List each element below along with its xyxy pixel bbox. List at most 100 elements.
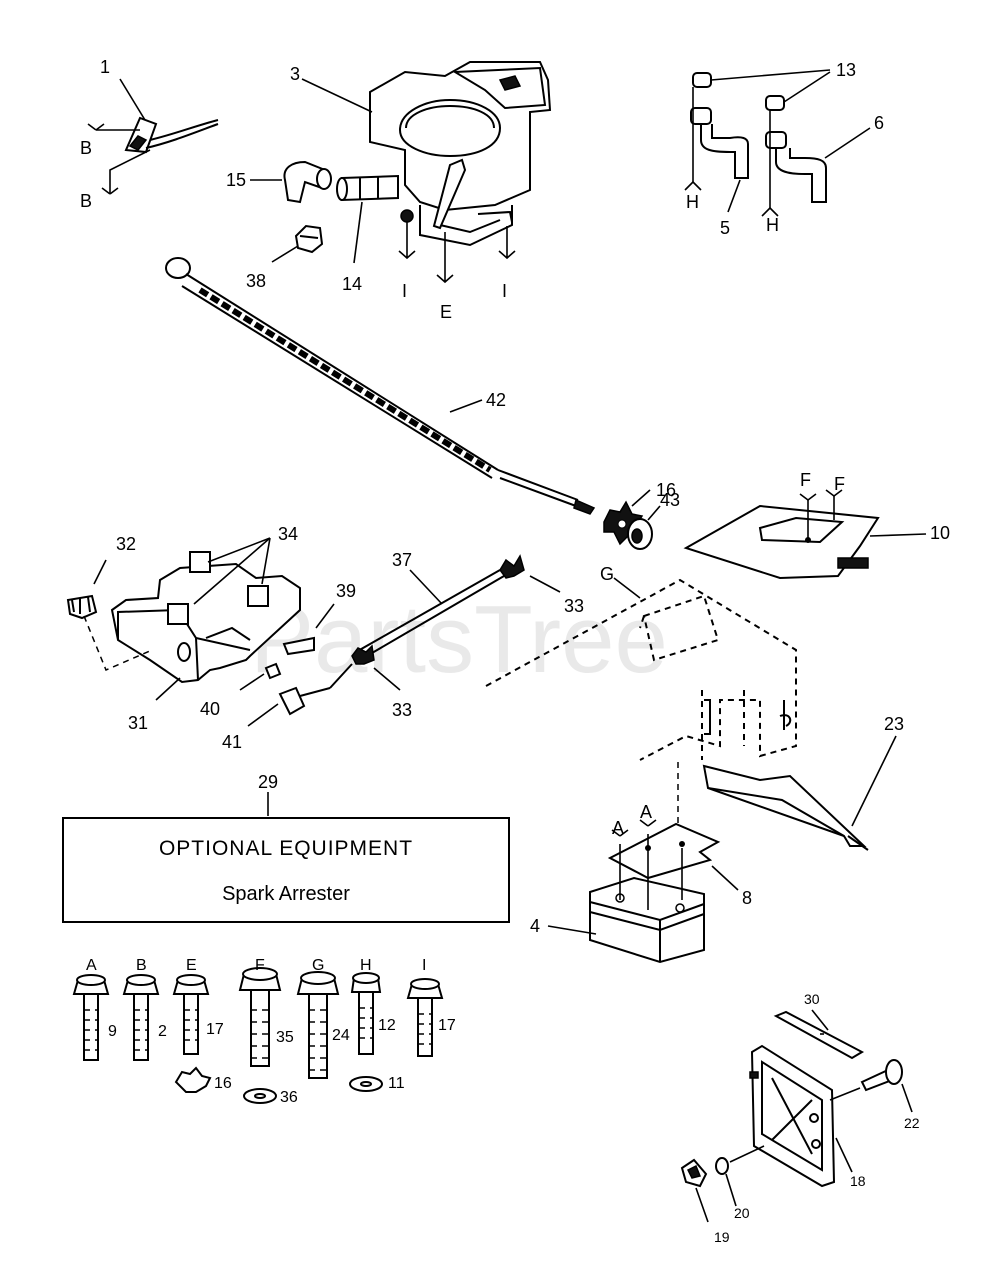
callout-15: 15 (226, 170, 246, 190)
callout-22: 22 (904, 1115, 920, 1131)
spark-arrester-label: Spark Arrester (222, 883, 350, 905)
callout-1: 1 (100, 57, 110, 77)
watermark: PartsTree (250, 586, 668, 693)
optional-equipment-title: OPTIONAL EQUIPMENT (158, 837, 414, 860)
callout-5: 5 (720, 218, 730, 238)
bolt-h (349, 972, 383, 1092)
callout-4: 4 (530, 916, 540, 936)
key-letter-b: B (136, 957, 147, 974)
part-43-cable-clamp (627, 505, 661, 550)
key-letter-e: E (186, 957, 197, 974)
callout-16: 16 (656, 480, 676, 500)
part-20-washer (715, 1145, 765, 1207)
fastener-ref-e: E (440, 302, 452, 322)
part-5-hose (684, 87, 749, 213)
key-washer-f: 36 (280, 1089, 298, 1106)
bolt-e (172, 974, 212, 1093)
part-14-tube (336, 174, 399, 264)
callout-40: 40 (200, 699, 220, 719)
key-part-i: 17 (438, 1017, 456, 1034)
callout-8: 8 (742, 888, 752, 908)
key-washer-e: 16 (214, 1075, 232, 1092)
callout-29: 29 (258, 772, 278, 792)
key-part-b: 2 (158, 1023, 167, 1040)
bolt-i (406, 978, 444, 1057)
fastener-ref-b2: B (80, 191, 92, 211)
callout-13: 13 (836, 60, 856, 80)
frame-outline (485, 577, 797, 830)
part-42-cable (165, 257, 596, 515)
callout-3: 3 (290, 64, 300, 84)
callout-30: 30 (804, 991, 820, 1007)
callout-10: 10 (930, 523, 950, 543)
part-8-bracket (607, 822, 739, 891)
callout-20: 20 (734, 1205, 750, 1221)
bolt-f (238, 967, 282, 1104)
callout-37: 37 (392, 550, 412, 570)
optional-equipment-box: OPTIONAL EQUIPMENT Spark Arrester (62, 817, 510, 923)
part-41-fitting (247, 686, 331, 727)
fastener-ref-a2: A (640, 802, 652, 822)
key-letter-a: A (86, 957, 97, 974)
callout-19: 19 (714, 1229, 730, 1245)
callout-42: 42 (486, 390, 506, 410)
part-1-throttle-control (87, 78, 219, 195)
part-30-strip (773, 1009, 865, 1060)
key-letter-g: G (312, 957, 324, 974)
callout-34: 34 (278, 524, 298, 544)
part-22-screw (829, 1059, 913, 1113)
key-letter-f: F (255, 957, 265, 974)
bolt-a (72, 974, 110, 1061)
part-39-pad (282, 603, 335, 656)
callout-14: 14 (342, 274, 362, 294)
part-18-screen (749, 1044, 853, 1188)
bolt-g (296, 971, 340, 1079)
key-washer-h: 11 (388, 1075, 405, 1092)
key-letter-h: H (360, 957, 372, 974)
fastener-ref-i2: I (502, 281, 507, 301)
part-6-hose (761, 110, 871, 217)
callout-18: 18 (850, 1173, 866, 1189)
fastener-ref-g: G (600, 564, 614, 584)
fastener-ref-h1: H (686, 192, 699, 212)
part-38-plug (271, 224, 324, 263)
callout-23: 23 (884, 714, 904, 734)
key-part-g: 24 (332, 1027, 350, 1044)
engine-fastener-leaders (398, 222, 516, 284)
part-37-fuel-line (329, 554, 525, 689)
key-letter-i: I (422, 957, 426, 974)
callout-41: 41 (222, 732, 242, 752)
callout-38: 38 (246, 271, 266, 291)
part-13-clamps (692, 69, 831, 111)
fastener-ref-b1: B (80, 138, 92, 158)
fastener-ref-f1: F (800, 470, 811, 490)
part-3-engine (301, 61, 552, 247)
part-31-tank (110, 537, 301, 701)
callout-31: 31 (128, 713, 148, 733)
fastener-ref-i1: I (402, 281, 407, 301)
part-33-clamp-lower (373, 667, 401, 691)
part-32-tank-cap (66, 559, 153, 671)
callout-33b: 33 (392, 700, 412, 720)
part-4-muffler (547, 819, 705, 964)
part-10-plate (683, 489, 927, 580)
callout-39: 39 (336, 581, 356, 601)
key-part-f: 35 (276, 1029, 294, 1046)
key-part-a: 9 (108, 1023, 117, 1040)
fastener-ref-a1: A (612, 818, 624, 838)
bolt-b (122, 974, 160, 1061)
fastener-ref-f2: F (834, 474, 845, 494)
part-15-elbow (250, 160, 332, 204)
callout-33a: 33 (564, 596, 584, 616)
part-19-nut (680, 1158, 709, 1223)
callout-6: 6 (874, 113, 884, 133)
key-part-e: 17 (206, 1021, 224, 1038)
key-part-h: 12 (378, 1017, 396, 1034)
fastener-ref-h2: H (766, 215, 779, 235)
callout-43: 43 (660, 490, 680, 510)
part-23-shield (702, 735, 897, 851)
part-33-clamp-upper (529, 575, 561, 593)
part-40-clip (239, 662, 282, 691)
callout-32: 32 (116, 534, 136, 554)
